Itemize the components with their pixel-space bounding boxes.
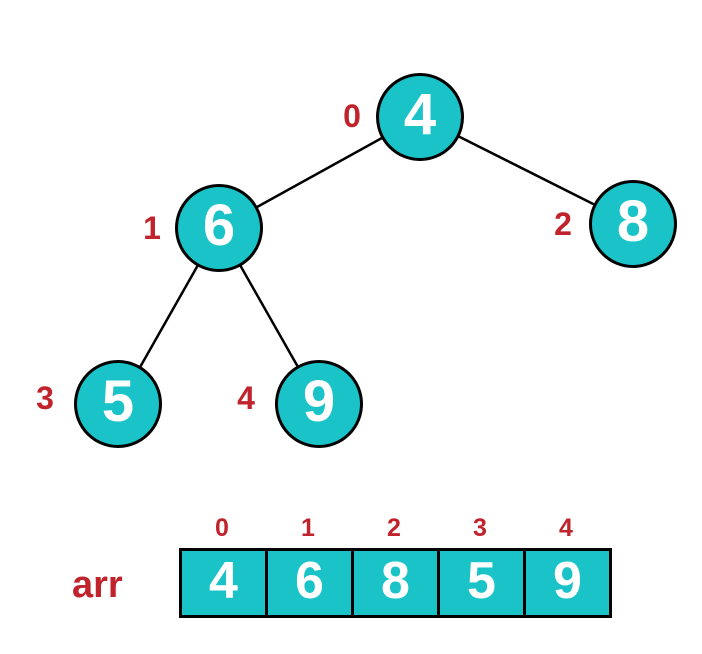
- node-value: 9: [302, 369, 336, 434]
- node-value: 8: [616, 189, 650, 254]
- node-index-label-2: 2: [554, 206, 572, 242]
- node-index-label-4: 4: [237, 380, 255, 416]
- array-index-label-2: 2: [387, 514, 401, 542]
- array-index-label-4: 4: [559, 514, 573, 542]
- array-index-label-3: 3: [473, 514, 487, 542]
- array-cell-value: 4: [209, 552, 238, 610]
- array-cell-4: 9: [523, 548, 612, 618]
- array-cell-0: 4: [179, 548, 268, 618]
- array-cell-value: 8: [381, 552, 410, 610]
- node-value: 4: [403, 82, 437, 147]
- tree-node-left-left: 5: [74, 360, 162, 448]
- array-cell-2: 8: [351, 548, 440, 618]
- array-name-label: arr: [72, 564, 123, 606]
- tree-node-left-right: 9: [275, 360, 363, 448]
- array-cell-1: 6: [265, 548, 354, 618]
- array-cells-row: 4 6 8 5 9: [179, 548, 612, 618]
- node-index-label-0: 0: [343, 98, 361, 134]
- array-index-row: 0 1 2 3 4: [179, 516, 609, 541]
- node-index-label-3: 3: [36, 380, 54, 416]
- node-value: 5: [101, 369, 135, 434]
- array-cell-value: 6: [295, 552, 324, 610]
- array-cell-value: 5: [467, 552, 496, 610]
- array-cell-value: 9: [553, 552, 582, 610]
- array-cell-3: 5: [437, 548, 526, 618]
- node-value: 6: [202, 193, 236, 258]
- array-index-label-0: 0: [215, 514, 229, 542]
- tree-node-left: 6: [175, 184, 263, 272]
- tree-node-root: 4: [376, 73, 464, 161]
- tree-node-right: 8: [589, 180, 677, 268]
- array-index-label-1: 1: [301, 514, 315, 542]
- node-index-label-1: 1: [143, 210, 161, 246]
